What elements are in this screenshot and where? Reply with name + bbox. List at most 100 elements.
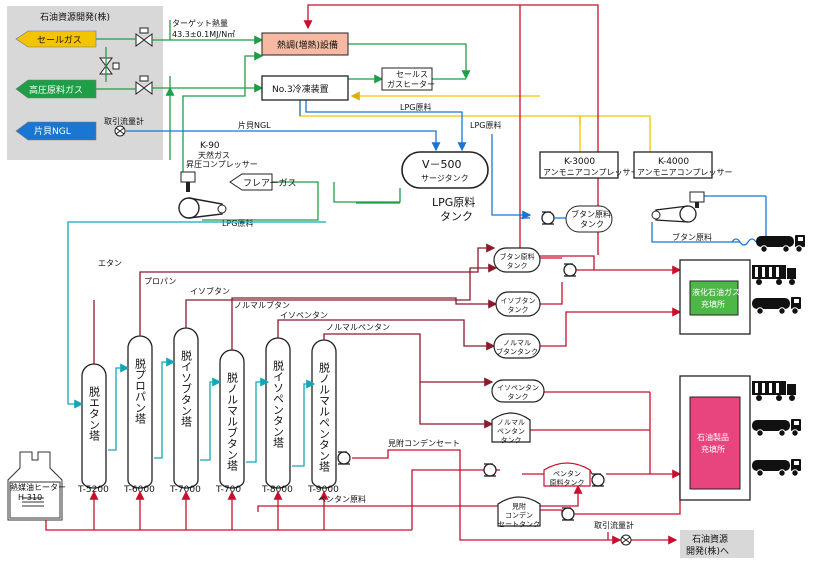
pentane-feed-label: ペンタン原料	[318, 494, 366, 504]
tower-name-3: 脱イソブタン塔	[180, 349, 193, 428]
prod-station-line1: 石油製品	[697, 432, 729, 442]
tower-id-5: T-8000	[261, 485, 293, 495]
sales-gas-heater: セールス ガスヒーター	[381, 67, 435, 91]
sale-gas-label: セールガス	[37, 35, 82, 46]
v500-line2: サージタンク	[421, 174, 469, 183]
k4000-id: K-4000	[658, 157, 689, 167]
pump-condensate	[337, 451, 351, 465]
tower-3: 脱イソブタン塔 T-7000	[169, 327, 201, 495]
pump-pentane-out	[591, 473, 605, 487]
tower-5: 脱イソペンタン塔 T-8000	[261, 337, 293, 495]
top-red-line	[303, 4, 599, 255]
v500-line1: V－500	[422, 158, 462, 171]
tank-label: タンク	[507, 261, 528, 270]
ngl-input-label: 片貝NGL	[34, 125, 71, 137]
npentane-label: ノルマルペンタン	[326, 323, 390, 332]
tower-id-2: T-6000	[123, 485, 155, 495]
tank-label: 見附	[512, 502, 526, 511]
tank-label: コンデン	[505, 511, 533, 520]
calorific-unit-label: 熱調(増熱)設備	[277, 39, 338, 51]
gas-lines	[96, 20, 471, 221]
petroleum-filling-station: 石油製品 充填所	[679, 375, 751, 501]
tower-2: 脱プロパン塔 T-6000	[123, 335, 155, 495]
tank-label: ブタン原料	[500, 252, 535, 261]
k3000-compressor: K-3000 アンモニアコンプレッサー	[539, 151, 638, 179]
tower-id-6: T-9000	[307, 485, 339, 495]
k90-id: K-90	[200, 141, 220, 151]
tank-label: 原料タンク	[550, 478, 585, 487]
butane-raw-tank-upper: ブタン原料 タンク	[565, 205, 613, 233]
k4000-desc: アンモニアコンプレッサー	[637, 168, 732, 177]
thermal-oil-heater: 熱媒油ヒーター H-310	[7, 451, 66, 521]
lpg-station-line2: 充填所	[701, 299, 725, 309]
lpg-truck-2	[751, 296, 802, 315]
ngl-flow-label: 片貝NGL	[238, 120, 271, 130]
lpg-tank-label1: LPG原料	[432, 195, 475, 209]
pump-2	[563, 263, 577, 277]
hp-gas-label: 高圧原料ガス	[29, 84, 83, 96]
ngl-input-arrow: 片貝NGL	[15, 121, 97, 141]
k3000-desc: アンモニアコンプレッサー	[543, 168, 638, 177]
no3-refrigeration-unit: No.3冷凍装置	[261, 75, 349, 101]
lpg-feed-label-2: LPG原料	[470, 120, 501, 130]
japex-return-box: 石油資源 開発(株)へ	[680, 530, 754, 558]
pump-butane-1	[541, 211, 555, 225]
heater-line1: 熱媒油ヒーター	[10, 482, 66, 492]
tower-name-6: 脱ノルマルペンタン塔	[318, 361, 331, 473]
k90-desc: 昇圧コンプレッサー	[186, 160, 258, 169]
prod-station-line2: 充填所	[701, 444, 725, 454]
tank-label: ペンタン	[553, 469, 581, 478]
flow-meter-icon-top	[114, 125, 126, 137]
calorific-unit: 熱調(増熱)設備	[261, 32, 349, 56]
prod-truck-1	[752, 381, 796, 401]
condensate-label: 見附コンデンセート	[388, 438, 460, 448]
tank-label: タンク	[508, 305, 529, 314]
pump-mitsuke	[561, 507, 575, 521]
no3-label: No.3冷凍装置	[272, 83, 329, 95]
flare-gas-tag: フレアーガス	[229, 173, 296, 191]
prod-truck-2	[751, 418, 802, 437]
target-line1: ターゲット熱量	[172, 18, 228, 28]
flow-meter-label-bottom: 取引流量計	[594, 520, 634, 530]
butane-compressor-icon	[651, 191, 705, 223]
propane-label: プロパン	[144, 277, 176, 286]
flare-gas-label: フレアーガス	[243, 178, 296, 189]
tower-name-2: 脱プロパン塔	[134, 357, 147, 425]
pump-pentane-raw	[483, 463, 497, 477]
tank-label: ペンタン	[497, 427, 525, 436]
nbutane-label: ノルマルブタン	[234, 300, 290, 310]
tank-label: ノルマル	[497, 419, 525, 427]
tower-name-4: 脱ノルマルブタン塔	[226, 371, 239, 472]
tower-name-5: 脱イソペンタン塔	[272, 359, 285, 449]
svg-text:ブタン原料: ブタン原料	[571, 209, 611, 219]
flow-meter-icon-bottom	[620, 534, 632, 546]
k3000-id: K-3000	[564, 157, 595, 167]
lpg-tank-label2: タンク	[440, 210, 473, 223]
lpg-feed-label-3: LPG原料	[222, 218, 253, 228]
sales-heater-line2: ガスヒーター	[387, 79, 435, 89]
tower-id-1: T-5200	[77, 485, 109, 495]
sales-heater-line1: セールス	[396, 70, 428, 79]
tower-id-3: T-7000	[169, 485, 201, 495]
target-line2: 43.3±0.1MJ/N㎥	[172, 30, 235, 39]
butane-truck	[755, 234, 806, 253]
prod-truck-3	[751, 458, 802, 477]
tank-label: ノルマル	[503, 339, 531, 347]
tank-label: タンク	[508, 392, 529, 401]
flow-meter-label-top: 取引流量計	[104, 116, 144, 126]
isobutane-label: イソブタン	[190, 286, 230, 296]
heater-line2: H-310	[18, 493, 42, 502]
lpg-feed-label-1: LPG原料	[400, 102, 431, 112]
sale-gas-arrow: セールガス	[15, 30, 97, 48]
lpg-station-line1: 液化石油ガス	[692, 287, 740, 297]
japex-return-line1: 石油資源	[692, 533, 728, 545]
tank-label: イソブタン	[501, 296, 536, 305]
tank-label: セートタンク	[498, 520, 540, 529]
